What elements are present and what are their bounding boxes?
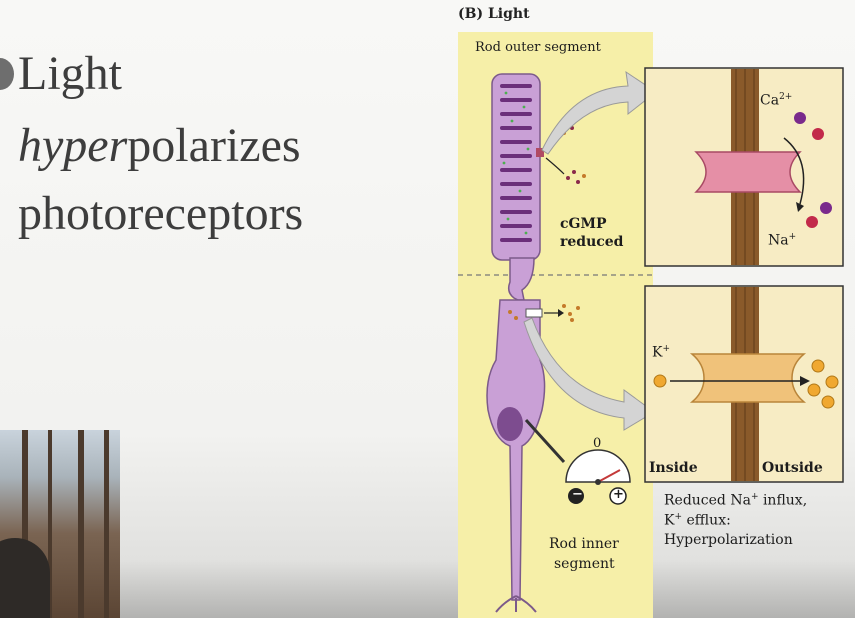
caption-influx: influx, bbox=[758, 492, 808, 509]
k-ion-outside bbox=[825, 375, 839, 389]
caption-k-superscript: + bbox=[674, 512, 683, 522]
label-rod-inner: Rod inner bbox=[549, 536, 619, 552]
title-word-light: Light bbox=[18, 47, 122, 100]
label-segment: segment bbox=[554, 556, 615, 572]
k-ion-outside bbox=[811, 359, 825, 373]
slide-title-line-1: Light bbox=[18, 46, 122, 102]
webcam-tree bbox=[22, 430, 28, 618]
caption-line-1: Reduced Na+ influx, bbox=[664, 492, 807, 509]
meter-minus-label: − bbox=[572, 487, 583, 502]
title-word-hyper: hyper bbox=[18, 119, 128, 172]
voltmeter-needle bbox=[597, 469, 621, 483]
nucleus bbox=[497, 407, 523, 441]
ca-text: Ca bbox=[760, 92, 780, 109]
rod-inner-segment bbox=[486, 299, 546, 601]
caption-k: K bbox=[664, 512, 675, 529]
ca-ion bbox=[820, 202, 832, 214]
ion-block-arrow bbox=[783, 137, 805, 205]
title-word-polarizes: polarizes bbox=[127, 119, 301, 172]
webcam-tree bbox=[48, 430, 52, 618]
disk bbox=[500, 182, 532, 186]
k-superscript: + bbox=[662, 344, 671, 354]
caption-na-superscript: + bbox=[750, 492, 759, 502]
potassium-channel bbox=[689, 353, 807, 403]
cgmp-dots bbox=[502, 91, 530, 235]
na-ion bbox=[806, 216, 818, 228]
k-text: K bbox=[652, 344, 663, 361]
presenter-webcam-thumbnail bbox=[0, 430, 120, 618]
disk-stack bbox=[500, 84, 532, 242]
synaptic-terminal bbox=[495, 595, 537, 613]
k-ion-outside bbox=[821, 395, 835, 409]
k-flow-arrowhead bbox=[558, 309, 564, 317]
meter-minus-terminal bbox=[568, 488, 584, 504]
na-ion bbox=[812, 128, 824, 140]
figure-drawing bbox=[458, 32, 844, 618]
inner-ion-dots bbox=[508, 304, 580, 322]
bullet-icon bbox=[0, 58, 14, 90]
caption-line-2: K+ efflux: bbox=[664, 512, 731, 529]
label-k: K+ bbox=[652, 344, 670, 361]
inner-k-channel bbox=[525, 308, 543, 318]
meter-zero-label: 0 bbox=[593, 436, 602, 451]
disk bbox=[500, 210, 532, 214]
disk bbox=[500, 112, 532, 116]
ion-block-arrowhead bbox=[796, 202, 804, 212]
label-ca: Ca2+ bbox=[760, 92, 792, 109]
outer-segment-channel bbox=[536, 148, 544, 157]
disk bbox=[500, 84, 532, 88]
k-ion-outside bbox=[807, 383, 821, 397]
bottom-shadow bbox=[0, 560, 855, 618]
cgmp-gated-channel bbox=[694, 151, 802, 193]
ca-superscript: 2+ bbox=[779, 92, 793, 102]
label-na: Na+ bbox=[768, 232, 796, 249]
panel-background bbox=[458, 32, 653, 618]
presenter-silhouette bbox=[0, 538, 50, 618]
disk bbox=[500, 126, 532, 130]
slide-title-line-2: hyperpolarizes bbox=[18, 118, 301, 174]
slide-title-line-3: photoreceptors bbox=[18, 186, 303, 242]
recording-electrode bbox=[524, 418, 566, 464]
caption-efflux: efflux: bbox=[682, 512, 731, 529]
ion-arrow bbox=[545, 157, 565, 175]
k-ion-inside bbox=[653, 374, 667, 388]
k-efflux-arrowhead bbox=[800, 376, 810, 386]
disk bbox=[500, 168, 532, 172]
webcam-tree bbox=[104, 430, 109, 618]
zoom-arrow-top bbox=[541, 70, 657, 155]
meter-plus-terminal bbox=[609, 487, 627, 505]
rod-light-figure: (B) Light Rod outer segment Ca2+ Na+ cGM… bbox=[448, 0, 855, 618]
zoom-arrow-bottom bbox=[523, 317, 655, 431]
label-cgmp: cGMP bbox=[560, 216, 607, 232]
disk bbox=[500, 238, 532, 242]
disk bbox=[500, 98, 532, 102]
label-reduced: reduced bbox=[560, 234, 624, 250]
title-word-photoreceptors: photoreceptors bbox=[18, 187, 304, 240]
webcam-tree bbox=[78, 430, 84, 618]
disk bbox=[500, 140, 532, 144]
disk bbox=[500, 196, 532, 200]
caption-reduced-na: Reduced Na bbox=[664, 492, 751, 509]
na-text: Na bbox=[768, 232, 789, 249]
label-inside: Inside bbox=[649, 460, 698, 476]
ca-ion bbox=[794, 112, 806, 124]
disk bbox=[500, 224, 532, 228]
caption-line-3: Hyperpolarization bbox=[664, 532, 793, 548]
meter-plus-label: + bbox=[613, 487, 624, 502]
voltmeter-pivot bbox=[595, 479, 601, 485]
label-rod-outer-segment: Rod outer segment bbox=[475, 40, 601, 55]
na-superscript: + bbox=[788, 232, 797, 242]
label-outside: Outside bbox=[762, 460, 823, 476]
panel-label: (B) Light bbox=[458, 6, 530, 22]
disk bbox=[500, 154, 532, 158]
